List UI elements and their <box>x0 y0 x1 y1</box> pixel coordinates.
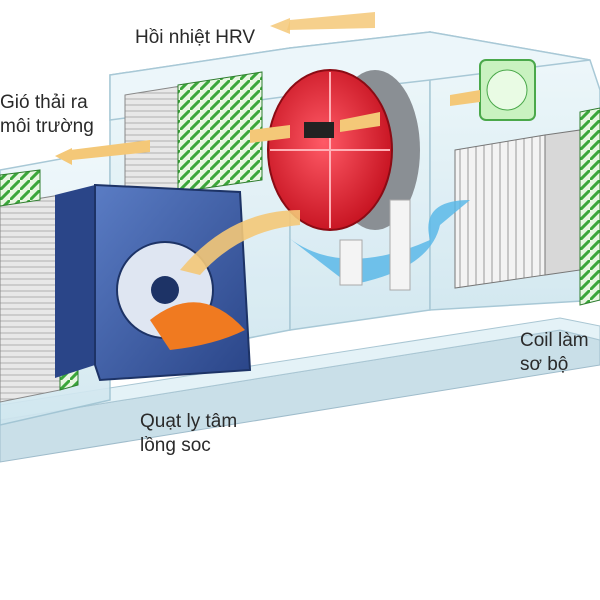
label-coil: Coil làm sơ bộ <box>520 329 589 377</box>
label-exhaust: Gió thải ra môi trường <box>0 91 94 139</box>
unit-base <box>0 317 600 463</box>
label-exhaust-line2: môi trường <box>0 116 94 137</box>
top-right-fan <box>479 59 536 121</box>
top-filters <box>124 71 263 204</box>
airflow-arrows <box>55 12 480 285</box>
label-exhaust-line1: Gió thải ra <box>0 92 88 113</box>
label-coil-line1: Coil làm <box>520 330 589 351</box>
centrifugal-fan <box>55 183 252 382</box>
label-hrv-text: Hồi nhiệt HRV <box>135 27 256 48</box>
hrv-wheel <box>267 69 420 231</box>
label-fan-line1: Quạt ly tâm <box>140 411 238 432</box>
label-fan-line2: lồng soc <box>140 435 211 456</box>
label-hrv: Hồi nhiệt HRV <box>135 26 255 50</box>
label-fan: Quạt ly tâm lồng soc <box>140 410 237 458</box>
internal-dampers <box>339 199 411 291</box>
label-coil-line2: sơ bộ <box>520 354 569 375</box>
cooling-coil <box>454 107 600 306</box>
